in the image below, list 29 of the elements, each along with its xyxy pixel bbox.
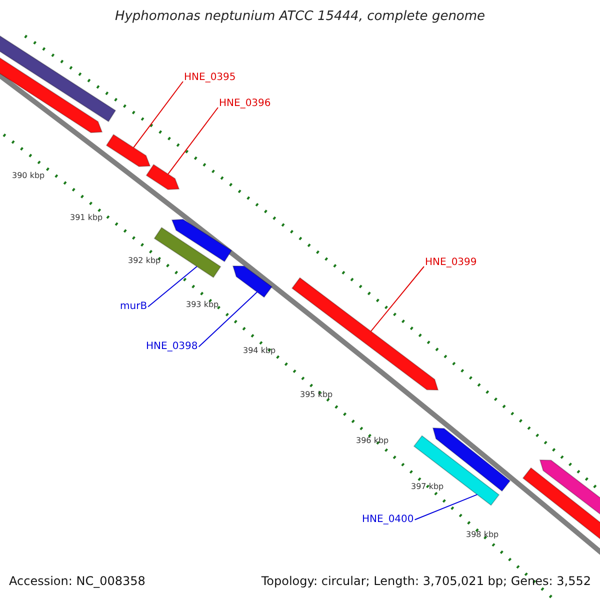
gene-label: HNE_0399 [425,257,477,268]
position-label: 397 kbp [411,482,444,492]
leader-line [133,81,184,148]
position-label: 392 kbp [128,256,161,266]
position-label: 390 kbp [12,171,45,180]
title: Hyphomonas neptunium ATCC 15444, complete genome [114,10,486,25]
position-label: 394 kbp [243,346,276,356]
gene-label: HNE_0395 [184,72,236,84]
position-label: 398 kbp [466,530,499,540]
gene-block [171,218,232,262]
gene-bar [413,435,500,506]
leader-line [148,266,198,308]
gene-block [232,266,273,298]
gene-block [522,467,600,541]
accession-text: Accession: NC_008358 [9,575,146,589]
leader-line [370,266,424,332]
gene-label: HNE_0396 [219,98,271,110]
gene-label: murB [120,301,148,312]
gene-block [146,164,180,190]
leader-line [198,292,258,348]
gene-block [291,277,439,391]
genome-stats-text: Topology: circular; Length: 3,705,021 bp; Genes: 3,552 [261,575,591,589]
position-label: 391 kbp [70,213,103,222]
position-label: 393 kbp [186,300,219,310]
leader-line [168,107,218,175]
position-label: 396 kbp [356,436,389,446]
gene-label: HNE_0398 [146,341,198,352]
gene-label: HNE_0400 [362,514,414,526]
gene-block [106,134,151,167]
